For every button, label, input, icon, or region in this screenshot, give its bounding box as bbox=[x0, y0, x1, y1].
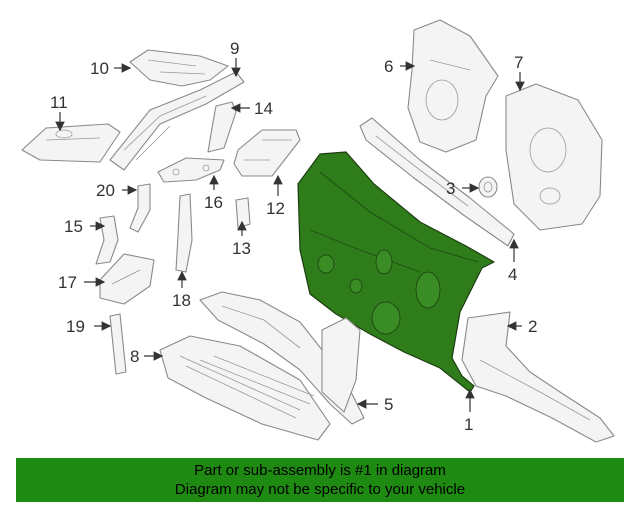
callout-18: 18 bbox=[172, 291, 191, 310]
part-19-rod[interactable] bbox=[109, 313, 127, 375]
banner-line-1: Part or sub-assembly is #1 in diagram bbox=[194, 462, 446, 479]
part-10-cowl-panel[interactable] bbox=[129, 49, 229, 87]
callout-8: 8 bbox=[130, 347, 139, 366]
banner-line-2: Diagram may not be specific to your vehi… bbox=[174, 481, 466, 498]
callout-2: 2 bbox=[528, 317, 537, 336]
callout-13: 13 bbox=[232, 239, 251, 258]
callout-12: 12 bbox=[266, 199, 285, 218]
part-20-strap[interactable] bbox=[129, 183, 151, 233]
callout-20: 20 bbox=[96, 181, 115, 200]
part-13-fastener[interactable] bbox=[235, 197, 251, 229]
callout-6: 6 bbox=[384, 57, 393, 76]
callout-19: 19 bbox=[66, 317, 85, 336]
part-7-side-panel[interactable] bbox=[505, 83, 603, 231]
part-16-mount[interactable] bbox=[157, 157, 225, 183]
part-17-plate[interactable] bbox=[99, 253, 155, 305]
callout-leaders bbox=[55, 58, 525, 412]
callout-10: 10 bbox=[90, 59, 109, 78]
callout-3: 3 bbox=[446, 179, 455, 198]
part-2-insulator[interactable] bbox=[461, 311, 615, 443]
part-1-dash-panel[interactable] bbox=[297, 151, 495, 393]
callout-11: 11 bbox=[50, 93, 68, 112]
part-9-upper-rail[interactable] bbox=[109, 71, 245, 171]
callout-7: 7 bbox=[514, 53, 523, 72]
callout-16: 16 bbox=[204, 193, 223, 212]
parts-diagram: 1 2 3 4 5 6 7 8 9 10 11 12 13 14 15 16 1… bbox=[21, 19, 615, 443]
callout-1: 1 bbox=[464, 415, 473, 434]
part-15-bracket[interactable] bbox=[95, 215, 119, 265]
callout-17: 17 bbox=[58, 273, 77, 292]
part-3-grommet[interactable] bbox=[478, 176, 498, 198]
callout-14: 14 bbox=[254, 99, 273, 118]
part-18-brace[interactable] bbox=[175, 193, 193, 273]
part-8-cowl-grille[interactable] bbox=[159, 335, 331, 441]
callout-15: 15 bbox=[64, 217, 83, 236]
part-12-housing[interactable] bbox=[233, 129, 301, 177]
part-14-bracket[interactable] bbox=[207, 101, 237, 153]
info-banner: Part or sub-assembly is #1 in diagram Di… bbox=[16, 458, 624, 502]
part-11-side-panel[interactable] bbox=[21, 123, 121, 163]
part-5-lower-crossmember[interactable] bbox=[199, 291, 365, 425]
part-6-firewall-section[interactable] bbox=[407, 19, 499, 153]
callout-4: 4 bbox=[508, 265, 517, 284]
callout-5: 5 bbox=[384, 395, 393, 414]
callout-9: 9 bbox=[230, 39, 239, 58]
